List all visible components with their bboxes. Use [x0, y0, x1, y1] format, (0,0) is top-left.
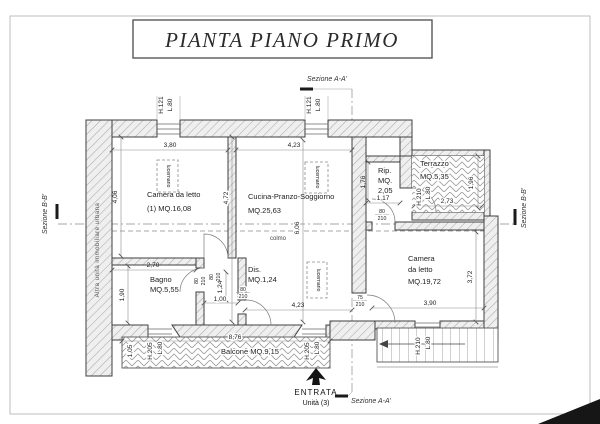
dim-dis-width: 1,00 [214, 296, 227, 303]
room-bagno-area: MQ.5,55 [150, 285, 179, 294]
room-cucina-name: Cucina-Pranzo-Soggiorno [248, 192, 334, 201]
balcone-door2-height: H.205 [304, 342, 311, 360]
dim-balcone-depth: 1,05 [127, 344, 134, 357]
camera1-door-h: 210 [216, 273, 222, 282]
lucernario-label-3: lucernario [315, 269, 321, 292]
page-title: PIANTA PIANO PRIMO [164, 28, 399, 52]
dimension-lines [109, 134, 487, 344]
dim-terrazzo-height: 1,96 [468, 176, 475, 189]
window1-height-label: H.121 [158, 96, 165, 114]
roof-ridge: colmo [112, 230, 484, 243]
section-label-left: Sezione B-B' [42, 193, 49, 234]
room-rip-area: 2,05 [378, 186, 393, 195]
room-terrazzo-area: MQ.5,35 [420, 172, 449, 181]
dim-total-height: 6,06 [294, 221, 301, 234]
terrazzo-door-height: H.210 [416, 188, 423, 206]
door-size-labels: 80 210 80 210 80 210 80 210 75 210 [194, 208, 389, 309]
dim-dis-height: 1,24 [217, 280, 224, 293]
walls [85, 119, 499, 377]
room-dis-area: MQ.1,24 [248, 275, 277, 284]
dim-rip-height: 1,76 [360, 175, 367, 188]
lucernario-label-1: lucernario [165, 165, 171, 188]
room-rip-line2: MQ. [378, 176, 392, 185]
page-frame [9, 15, 591, 415]
room-camera1-name: Camera da letto [147, 190, 200, 199]
dim-cucina-bottom: 4,23 [292, 302, 305, 309]
balcone-door1-width: L.80 [157, 341, 164, 354]
rip-door-w: 80 [379, 209, 385, 215]
other-unit-label: Altra unità immobiliare urbana [95, 202, 101, 297]
dis-door-h: 210 [239, 294, 248, 300]
room-rip-line1: Rip. [378, 166, 391, 175]
entrance-arrow-icon [306, 368, 326, 385]
room-camera1-area: (1) MQ.16,08 [147, 204, 191, 213]
scan-artifact [538, 399, 600, 424]
room-labels: Camera da letto (1) MQ.16,08 Cucina-Pran… [95, 158, 450, 358]
camera1-door-w: 80 [209, 274, 215, 280]
outdoor-floors [121, 156, 499, 369]
stairs-door-width: L.80 [425, 336, 432, 349]
window2-height-label: H.121 [306, 96, 313, 114]
dim-camera1-height: 4,06 [112, 190, 119, 203]
dis-door-w: 80 [240, 287, 246, 293]
dim-bagno-height: 1,90 [119, 288, 126, 301]
dim-cucina-width: 4,23 [288, 142, 301, 149]
stairs-arrow-icon [379, 340, 388, 348]
title-block: PIANTA PIANO PRIMO [132, 19, 433, 59]
room-dis-name: Dis. [248, 265, 261, 274]
section-label-top: Sezione A-A' [307, 76, 348, 83]
windows [148, 96, 440, 335]
bagno-door-w: 80 [194, 278, 200, 284]
room-terrazzo-name: Terrazzo [420, 159, 449, 168]
dim-mid-height: 4,72 [223, 191, 230, 204]
dim-camera2-height: 3,72 [467, 270, 474, 283]
terrazzo-door-width: L.80 [425, 186, 432, 199]
dim-balcone-width: 8,76 [229, 334, 242, 341]
camera2-door-w: 75 [357, 295, 363, 301]
bagno-door-h: 210 [201, 277, 207, 286]
window2-width-label: L.80 [315, 98, 322, 111]
stairs-door-height: H.210 [415, 337, 422, 355]
window1-width-label: L.80 [167, 98, 174, 111]
door-arcs [179, 187, 437, 326]
balcone-door2-width: L.80 [314, 341, 321, 354]
section-label-right: Sezione B-B' [521, 187, 528, 228]
dim-camera2-width: 3,90 [424, 300, 437, 307]
entrance-label: ENTRATA [294, 388, 337, 397]
staircase [376, 327, 499, 363]
camera2-door-h: 210 [356, 302, 365, 308]
rip-door-h: 210 [378, 216, 387, 222]
dim-bagno-width: 2,70 [147, 262, 160, 269]
entrance: ENTRATA Unità (3) [294, 368, 337, 407]
dimension-labels: 3,80 4,23 4,06 4,72 6,06 1,76 1,17 1,96 … [112, 96, 476, 361]
section-label-bottom: Sezione A-A' [351, 398, 392, 405]
dim-rip-width: 1,17 [377, 195, 390, 202]
room-balcone-label: Balcone MQ.9,15 [221, 347, 279, 356]
lucernario-label-2: lucernario [314, 166, 320, 189]
room-camera2-line2: da letto [408, 265, 433, 274]
colmo-label: colmo [270, 236, 287, 242]
room-cucina-area: MQ.25,63 [248, 206, 281, 215]
room-camera2-line1: Camera [408, 254, 436, 263]
balcone-door1-height: H.205 [147, 342, 154, 360]
skylights: lucernario lucernario lucernario [156, 159, 329, 299]
section-marks: Sezione A-A' Sezione A-A' Sezione B-B' S… [42, 76, 528, 405]
terrazzo-floor [412, 156, 484, 212]
entrance-unit-label: Unità (3) [303, 400, 330, 407]
room-bagno-name: Bagno [150, 275, 172, 284]
dim-camera1-width: 3,80 [164, 142, 177, 149]
room-camera2-area: MQ.19,72 [408, 277, 441, 286]
dim-terrazzo-width: 2,73 [441, 198, 454, 205]
